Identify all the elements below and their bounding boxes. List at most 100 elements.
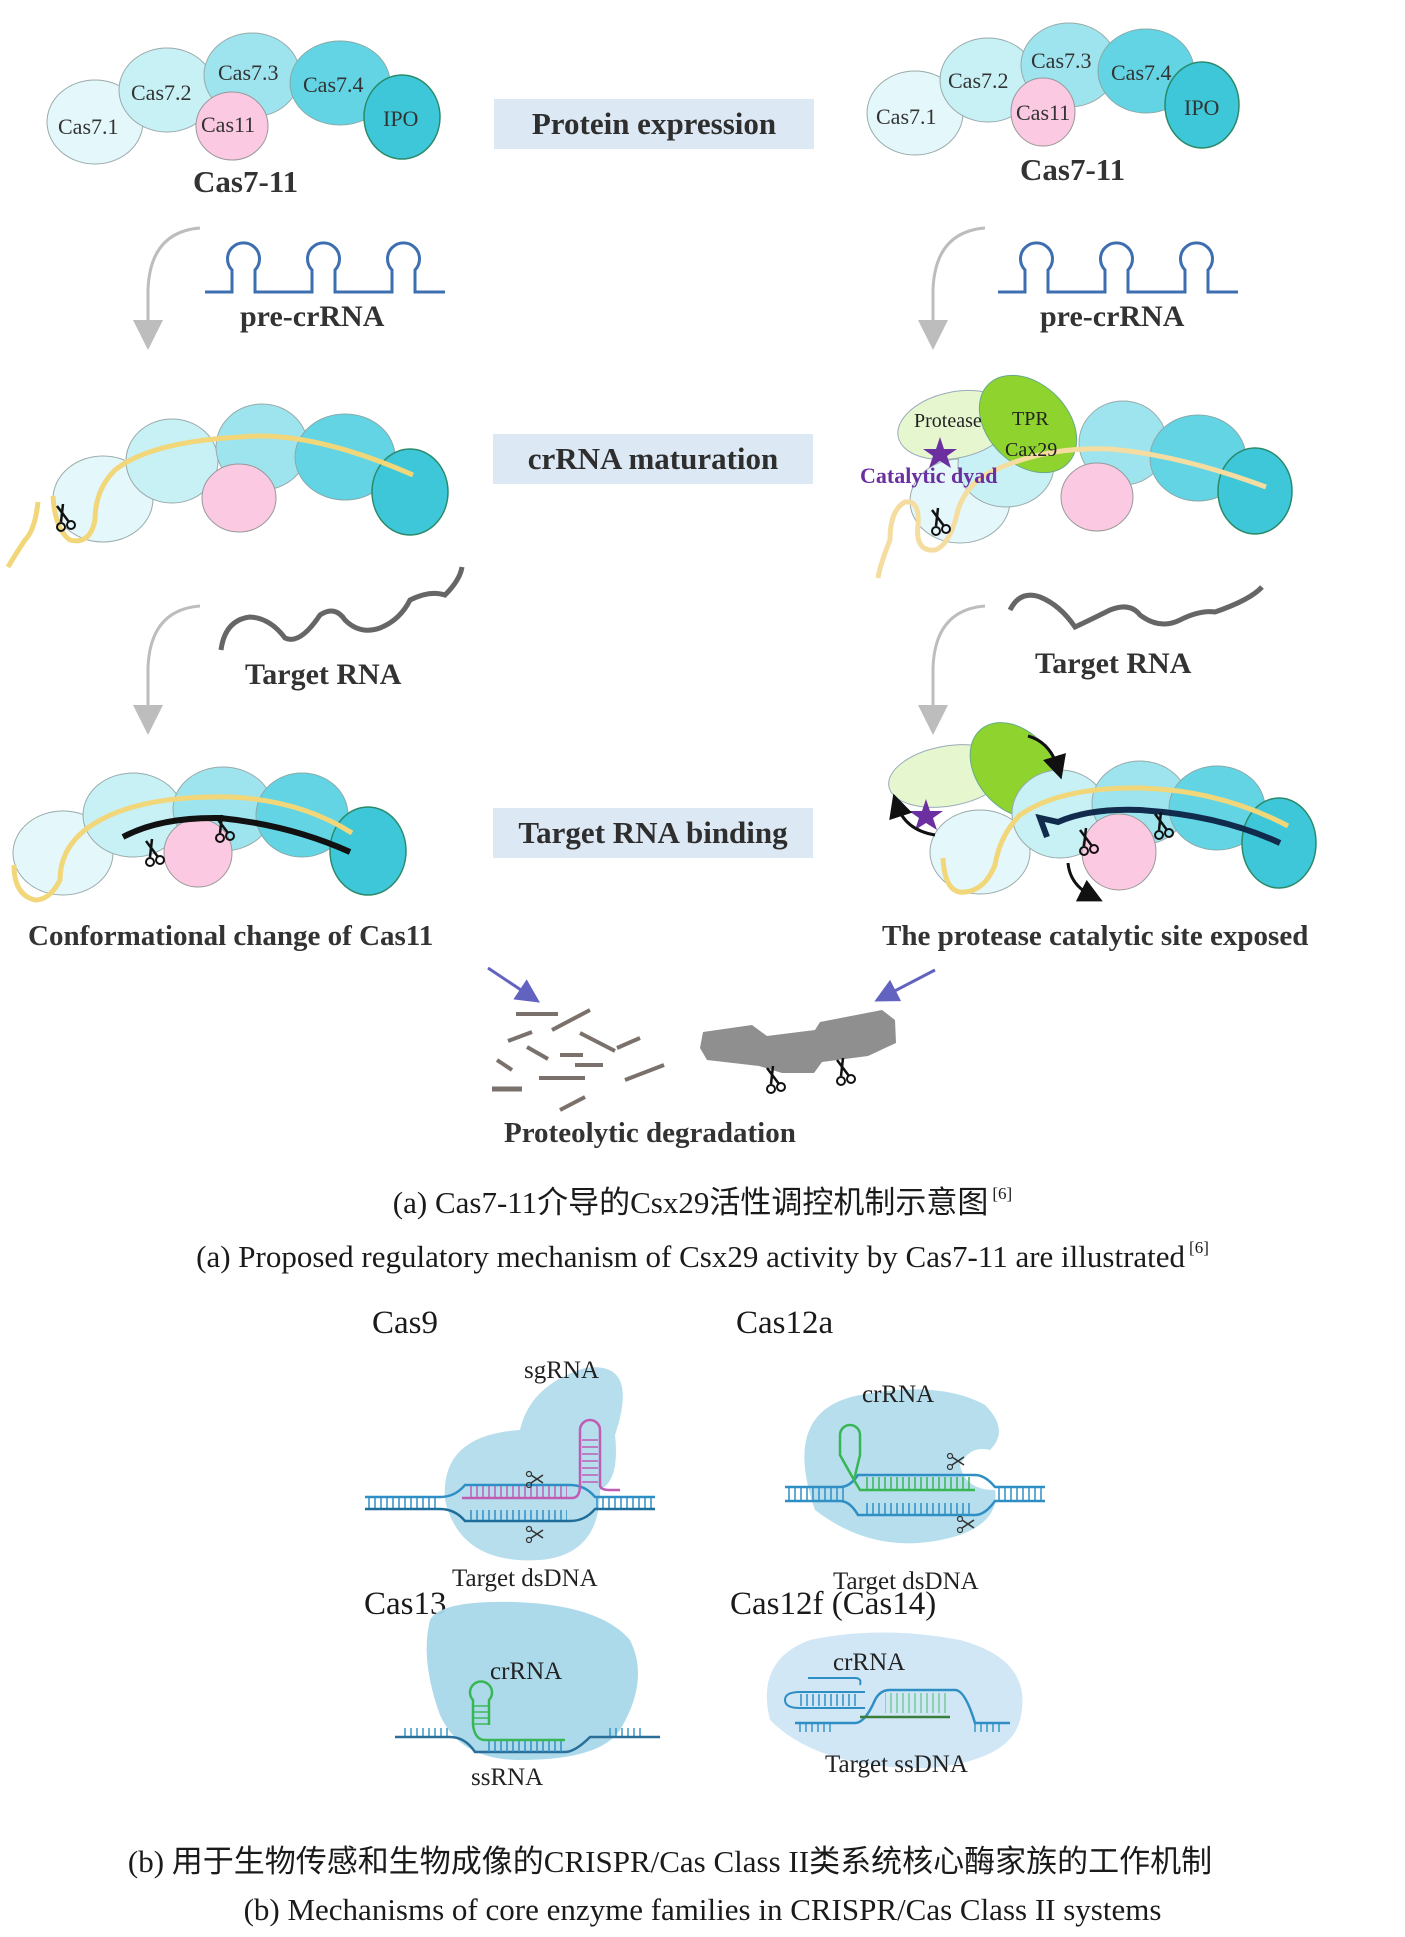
cas7-11-complex-right: Cas7.1 Cas7.2 Cas7.3 Cas7.4 Cas11 IPO: [866, 22, 1240, 156]
pre-crrna-left: [133, 226, 445, 350]
enzyme-title-cas12a: Cas12a: [736, 1305, 834, 1341]
rotation-arrow-icon: [1066, 862, 1103, 902]
target-rna-right: [918, 585, 1264, 735]
catalytic-dyad-label: Catalytic dyad: [860, 463, 998, 488]
pointer-arrow-right: [874, 968, 936, 1002]
pre-crrna-right: [918, 226, 1238, 350]
target-rna-label-left: Target RNA: [245, 658, 402, 691]
cas7-11-complex-left: Cas7.1 Cas7.2 Cas7.3 Cas7.4 Cas11 IPO: [46, 32, 441, 165]
subunit-label-cas7-3: Cas7.3: [218, 60, 279, 85]
panel-a-diagram: Cas7.1 Cas7.2 Cas7.3 Cas7.4 Cas11 IPO Ca…: [5, 22, 1317, 1112]
cas13-guide-label: crRNA: [490, 1658, 562, 1685]
cas12a-mechanism: crRNA Target dsDNA: [785, 1381, 1045, 1595]
proteolytic-degradation-label: Proteolytic degradation: [504, 1117, 796, 1149]
step-arrow-icon: [133, 226, 201, 350]
target-rna-strand: [218, 566, 465, 651]
caption-a-cn-ref: [6]: [992, 1184, 1013, 1203]
pre-crrna-label-right: pre-crRNA: [1040, 300, 1185, 333]
rotation-arrow-icon: [1027, 734, 1066, 780]
catalytic-star-icon: [909, 799, 943, 830]
degraded-protein-shape: [700, 1010, 896, 1073]
scissors-icon: [835, 1056, 857, 1087]
cas12f-target-label: Target ssDNA: [825, 1751, 968, 1778]
caption-b-en: (b) Mechanisms of core enzyme families i…: [243, 1892, 1162, 1927]
caption-b-cn: (b) 用于生物传感和生物成像的CRISPR/Cas Class II类系统核心…: [127, 1844, 1213, 1879]
subunit-label-ipo: IPO: [383, 106, 418, 131]
crrna-strand: [838, 1423, 975, 1492]
ipo-subunit: [1164, 61, 1240, 149]
subunit-label-cas11: Cas11: [1016, 100, 1070, 125]
step-arrow-icon: [133, 604, 201, 735]
subunit-label-cas7-3: Cas7.3: [1031, 48, 1092, 73]
cas12a-target-label: Target dsDNA: [833, 1568, 979, 1595]
ipo-subunit: [363, 74, 441, 160]
crrna-hairpin: [783, 1677, 865, 1709]
subunit-label-cas7-2: Cas7.2: [131, 80, 192, 105]
catalytic-star-icon: [923, 437, 957, 468]
ssdna-strand: [795, 1688, 1010, 1725]
cas13-protein-body: [426, 1601, 638, 1760]
complex-name-left: Cas7-11: [193, 164, 299, 199]
cax29-label: Cax29: [1005, 439, 1057, 461]
subunit-label-cas7-4: Cas7.4: [303, 72, 364, 97]
subunit-label-cas7-2: Cas7.2: [948, 68, 1009, 93]
cas13-target-label: ssRNA: [471, 1764, 543, 1791]
target-binding-right: [888, 722, 1317, 902]
sgrna-strand: [462, 1418, 620, 1500]
rotation-arrow-icon: [889, 793, 936, 837]
cas13-mechanism: crRNA ssRNA: [395, 1601, 660, 1791]
subunit-label-cas7-1: Cas7.1: [876, 104, 937, 129]
target-rna-left: [133, 566, 465, 735]
target-rna-strand: [1007, 585, 1264, 631]
caption-a-cn: (a) Cas7-11介导的Csx29活性调控机制示意图[6]: [0, 1177, 1405, 1222]
cas9-target-label: Target dsDNA: [452, 1565, 598, 1592]
subunit-label-ipo: IPO: [1184, 95, 1219, 120]
cas12f-mechanism: crRNA Target ssDNA: [766, 1632, 1023, 1778]
enzyme-title-cas9: Cas9: [372, 1305, 438, 1341]
step-protein-expression: Protein expression: [494, 99, 814, 149]
cas12a-guide-label: crRNA: [862, 1381, 934, 1408]
enzyme-title-cas13: Cas13: [364, 1586, 447, 1622]
target-rna-bound: [1035, 806, 1282, 846]
complex-name-right: Cas7-11: [1020, 152, 1126, 187]
pre-crrna-hairpins: [205, 241, 445, 294]
outcome-right-label: The protease catalytic site exposed: [882, 920, 1309, 952]
subunit-label-cas11: Cas11: [201, 112, 255, 137]
step-arrow-icon: [918, 604, 986, 735]
enzyme-title-cas12f: Cas12f (Cas14): [730, 1586, 937, 1622]
tpr-label: TPR: [1012, 408, 1049, 430]
cas9-guide-label: sgRNA: [524, 1357, 599, 1384]
cas11-subunit: [1010, 77, 1076, 147]
crrna-strand: [11, 794, 354, 903]
target-binding-left: [11, 766, 407, 903]
crrna-maturation-right: Protease TPR Cax29 Catalytic dyad: [860, 374, 1293, 579]
cas12f-guide-label: crRNA: [833, 1649, 905, 1676]
panel-b-diagram: sgRNA Target dsDNA crRNA Target dsDNA: [365, 1357, 1045, 1791]
target-rna-label-right: Target RNA: [1035, 647, 1192, 680]
pointer-arrow-left: [487, 966, 540, 1003]
crrna-strand: [5, 433, 415, 569]
caption-a-en: (a) Proposed regulatory mechanism of Csx…: [0, 1238, 1405, 1275]
caption-a-en-ref: [6]: [1189, 1238, 1209, 1257]
crrna-maturation-left: [5, 403, 449, 569]
target-rna-bound: [121, 814, 352, 855]
cas12a-protein-body: [804, 1389, 999, 1544]
crrna-strand: [468, 1680, 565, 1742]
subunit-label-cas7-4: Cas7.4: [1111, 60, 1172, 85]
subunit-label-cas7-1: Cas7.1: [58, 114, 119, 139]
caption-a-cn-text: (a) Cas7-11介导的Csx29活性调控机制示意图: [392, 1185, 989, 1220]
cas9-mechanism: sgRNA Target dsDNA: [365, 1357, 655, 1592]
pre-crrna-label-left: pre-crRNA: [240, 300, 385, 333]
tpr-domain: [978, 374, 1078, 474]
step-target-rna-binding: Target RNA binding: [493, 808, 813, 858]
step-crrna-maturation: crRNA maturation: [493, 434, 813, 484]
caption-a-en-text: (a) Proposed regulatory mechanism of Csx…: [196, 1239, 1186, 1274]
protease-label: Protease: [914, 410, 982, 432]
step-arrow-icon: [918, 226, 986, 350]
cas11-subunit: [195, 91, 269, 161]
pre-crrna-hairpins: [998, 241, 1238, 294]
crrna-strand: [940, 785, 1290, 895]
outcome-left-label: Conformational change of Cas11: [28, 920, 434, 952]
crrna-strand: [875, 446, 1267, 579]
peptide-fragments: [492, 1008, 665, 1112]
